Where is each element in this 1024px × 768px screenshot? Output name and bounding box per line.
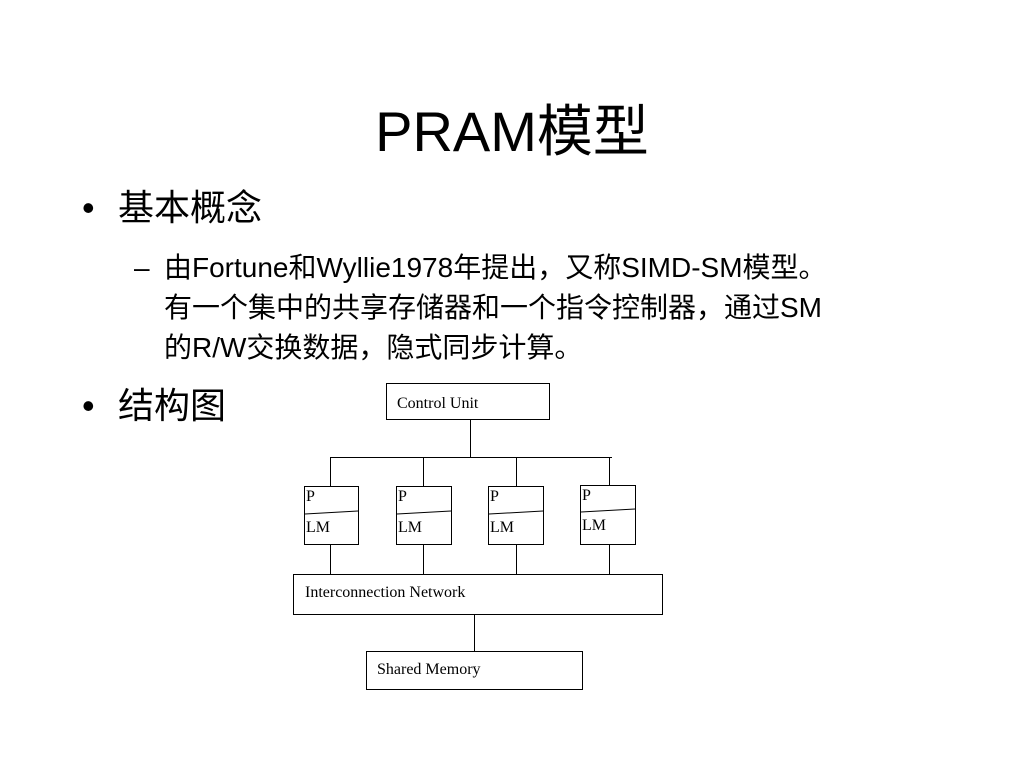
- sub-bullet-marker: –: [134, 252, 150, 283]
- bullet-marker: •: [82, 385, 95, 426]
- processor-box-1: [304, 486, 359, 545]
- processor-divider-3: [488, 510, 544, 515]
- local-memory-label: LM: [306, 519, 330, 536]
- bullet-marker: •: [82, 187, 95, 228]
- processor-label: P: [306, 488, 315, 505]
- shared-memory-box: [366, 651, 583, 690]
- processor-label: P: [490, 488, 499, 505]
- description-line-2: 有一个集中的共享存储器和一个指令控制器，通过SM: [164, 292, 823, 323]
- processor-divider-2: [396, 510, 452, 515]
- processor-box-4: [580, 485, 636, 545]
- control-unit-label: Control Unit: [397, 395, 479, 412]
- processor-label: P: [582, 487, 591, 504]
- local-memory-label: LM: [582, 517, 606, 534]
- local-memory-label: LM: [490, 519, 514, 536]
- bullet-label: 基本概念: [118, 187, 263, 228]
- processor-box-3: [488, 486, 544, 545]
- control-unit-box: [386, 383, 550, 420]
- local-memory-label: LM: [398, 519, 422, 536]
- interconnection-network-label: Interconnection Network: [305, 584, 465, 601]
- processor-divider-1: [304, 510, 359, 515]
- bullet-label: 结构图: [118, 385, 227, 426]
- processor-divider-4: [580, 508, 636, 513]
- bullet-basic-concept: • 基本概念: [82, 186, 262, 230]
- description-line-3: 的R/W交换数据，隐式同步计算。: [164, 332, 583, 363]
- processor-label: P: [398, 488, 407, 505]
- bullet-structure-diagram: • 结构图: [82, 384, 226, 428]
- slide-title: PRAM模型: [375, 100, 649, 163]
- processor-box-2: [396, 486, 452, 545]
- shared-memory-label: Shared Memory: [377, 661, 481, 678]
- description-line-1: 由Fortune和Wyllie1978年提出，又称SIMD-SM模型。: [164, 252, 827, 283]
- interconnection-network-box: [293, 574, 663, 615]
